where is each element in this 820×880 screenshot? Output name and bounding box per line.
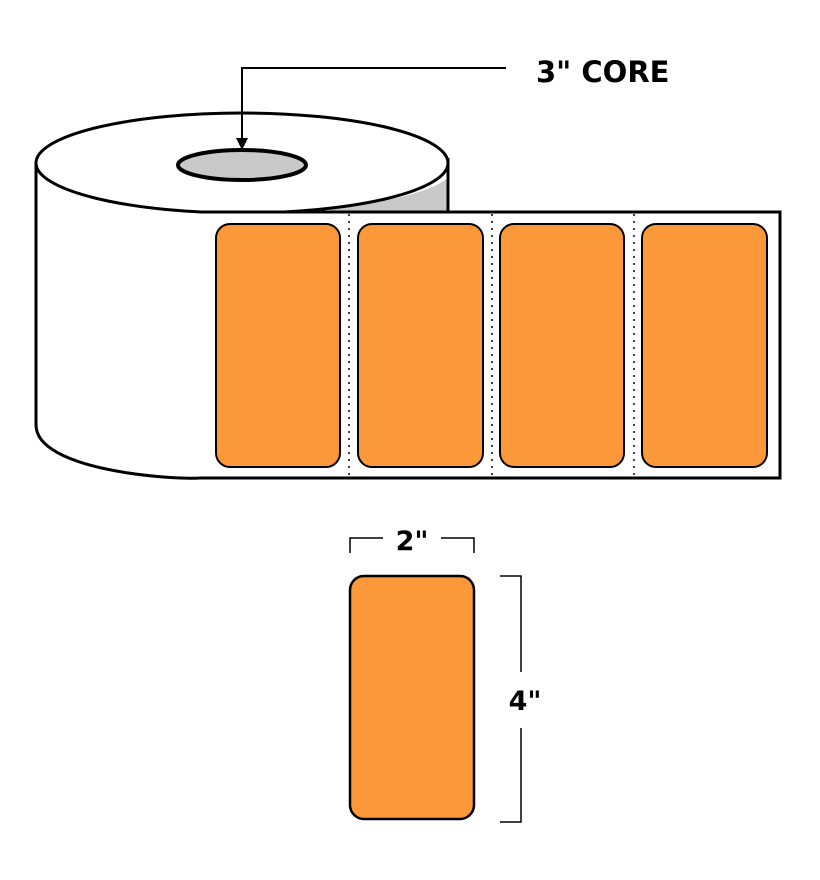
roll-label — [499, 223, 625, 468]
width-bracket — [441, 537, 475, 553]
callout-leader-line — [241, 67, 506, 140]
roll-side-outline — [34, 161, 202, 480]
single-label-detail: 2" 4" — [348, 526, 542, 823]
core-hole — [176, 148, 308, 182]
roll-label — [215, 223, 341, 468]
strip-outline — [200, 210, 782, 480]
height-bracket — [500, 575, 522, 672]
height-bracket — [500, 728, 522, 823]
callout-arrowhead — [236, 138, 248, 150]
core-callout: 3" CORE — [236, 55, 669, 150]
roll-label — [357, 223, 484, 468]
core-size-label: 3" CORE — [536, 55, 669, 89]
single-label — [348, 574, 476, 821]
width-label: 2" — [396, 526, 429, 557]
label-strip — [200, 210, 782, 480]
roll-label — [641, 223, 768, 468]
roll-inner-shadow — [330, 178, 448, 212]
width-bracket — [349, 537, 383, 553]
height-label: 4" — [509, 686, 542, 717]
